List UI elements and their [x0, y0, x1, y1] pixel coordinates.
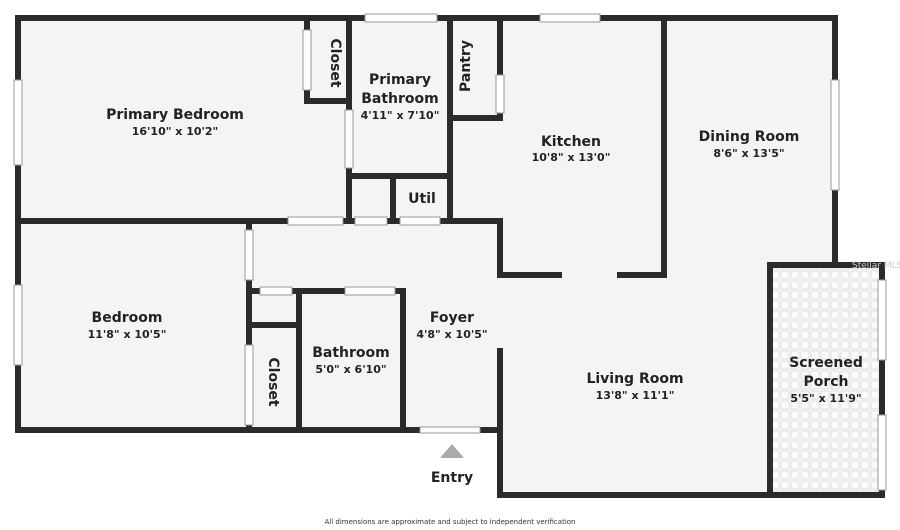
room-name: Bathroom [361, 91, 439, 107]
room-dims: 5'5" x 11'9" [790, 392, 861, 405]
room-dims: 11'8" x 10'5" [88, 328, 167, 341]
room-name: Living Room [586, 371, 683, 387]
room-dims: 13'8" x 11'1" [596, 389, 675, 402]
room-name: Screened [789, 355, 863, 371]
entry-label: Entry [431, 470, 473, 486]
room-name: Pantry [458, 40, 474, 92]
entry-arrow-icon [440, 444, 464, 458]
room-dims: 10'8" x 13'0" [532, 151, 611, 164]
room-dims: 4'8" x 10'5" [416, 328, 487, 341]
room-dims: 8'6" x 13'5" [713, 147, 784, 160]
porch-floor [770, 265, 882, 495]
room-dims: 4'11" x 7'10" [361, 109, 440, 122]
watermark: Stellar MLS [852, 261, 900, 271]
room-name: Primary Bedroom [106, 107, 244, 123]
disclaimer: All dimensions are approximate and subje… [325, 518, 576, 526]
room-dims: 16'10" x 10'2" [132, 125, 219, 138]
room-dims: 5'0" x 6'10" [315, 363, 386, 376]
room-name: Bedroom [92, 310, 163, 326]
room-name: Closet [265, 357, 281, 407]
room-name: Closet [327, 38, 343, 88]
room-name: Porch [803, 374, 848, 390]
room-name: Foyer [430, 310, 474, 326]
room-name: Bathroom [312, 345, 390, 361]
room-name: Util [408, 191, 436, 207]
room-name: Dining Room [699, 129, 800, 145]
windows [13, 13, 887, 491]
room-name: Kitchen [541, 134, 601, 150]
room-name: Primary [369, 72, 431, 88]
